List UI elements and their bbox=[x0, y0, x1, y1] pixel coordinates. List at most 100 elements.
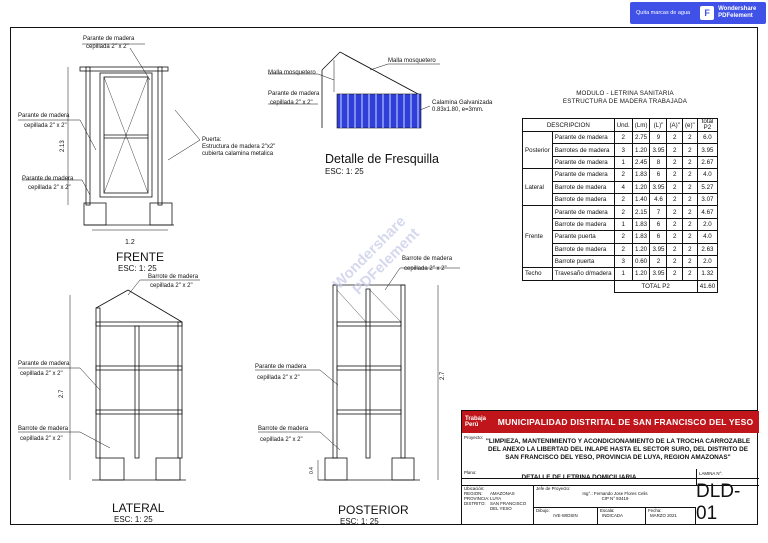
header-description: DESCRIPCION bbox=[522, 118, 615, 132]
escala-cell: Escala: INDICADA bbox=[598, 508, 646, 525]
lateral-barrote-1: Barrote de madera bbox=[18, 426, 69, 432]
cell-value: 1 bbox=[613, 267, 633, 281]
cell-value: 2 bbox=[649, 254, 668, 269]
group-name: Lateral bbox=[522, 168, 553, 207]
cell-value: 7 bbox=[649, 205, 668, 219]
cell-value: 1.20 bbox=[631, 143, 651, 157]
brand-line-2: PDFelement bbox=[718, 13, 753, 19]
frente-label-left2-2: cepillada 2" x 2" bbox=[28, 185, 71, 191]
cell-value: 4.6 bbox=[649, 192, 668, 207]
cell-value: 2 bbox=[681, 168, 698, 182]
provincia-value: LUYA bbox=[490, 496, 502, 501]
frente-dim-height: 2.13 bbox=[60, 140, 66, 152]
cell-value: 1.40 bbox=[631, 192, 651, 207]
frente-label-left-2: cepillada 2" x 2" bbox=[24, 123, 67, 129]
distrito-label: DISTRITO: bbox=[464, 501, 486, 506]
frente-dim-width: 1.2 bbox=[125, 239, 135, 246]
cell-value: 2 bbox=[613, 230, 633, 244]
cell-value: 1.83 bbox=[631, 230, 651, 244]
posterior-barrote-top-2: cepillada 2" x 2" bbox=[404, 266, 447, 272]
responsable-cell: Jefe de Proyecto: Ing°.: Fernando Jose F… bbox=[534, 486, 696, 508]
cell-value: 1.20 bbox=[631, 242, 651, 256]
cell-value: 2 bbox=[666, 180, 683, 194]
posterior-parante-1: Parante de madera bbox=[255, 364, 307, 370]
cell-value: 2 bbox=[681, 267, 698, 281]
cell-value: 2 bbox=[666, 254, 683, 269]
posterior-barrote-top-1: Barrote de madera bbox=[402, 256, 453, 262]
total-label: TOTAL P2 bbox=[613, 279, 698, 294]
cell-description: Barrotes de madera bbox=[551, 143, 615, 157]
puerta-label-1: Puerta: bbox=[202, 137, 222, 143]
cell-value: 2 bbox=[666, 192, 683, 207]
cell-value: 2 bbox=[681, 242, 698, 256]
cell-value: 1.20 bbox=[631, 180, 651, 194]
region-label: REGION: bbox=[464, 491, 483, 496]
frente-scale: ESC: 1: 25 bbox=[118, 264, 157, 273]
cell-value: 4.0 bbox=[696, 230, 719, 244]
lateral-scale: ESC: 1: 25 bbox=[114, 515, 153, 524]
cell-value: 2.0 bbox=[696, 217, 719, 232]
posterior-barrote-1: Barrote de madera bbox=[258, 426, 309, 432]
cell-value: 2.45 bbox=[631, 155, 651, 170]
fresquilla-malla-1: Malla mosquetero bbox=[268, 70, 316, 76]
cell-value: 2 bbox=[666, 242, 683, 256]
cell-value: 3 bbox=[613, 254, 633, 269]
cell-value: 2 bbox=[666, 130, 683, 145]
fresquilla-parante-2: cepillada 2" x 2" bbox=[270, 100, 313, 106]
cell-description: Travesaño d/madera bbox=[551, 267, 615, 281]
calamina-sheet bbox=[336, 93, 422, 129]
header-l: (L)" bbox=[649, 118, 668, 132]
lateral-title: LATERAL bbox=[112, 501, 165, 515]
lateral-barrote-top-2: cepillada 2" x 2" bbox=[150, 283, 193, 289]
posterior-view bbox=[255, 267, 460, 481]
table-title-line2: ESTRUCTURA DE MADERA TRABAJADA bbox=[562, 98, 688, 105]
frente-view bbox=[18, 43, 201, 231]
header-e: (e)" bbox=[681, 118, 698, 132]
cell-value: 6 bbox=[649, 168, 668, 182]
lateral-parante-1: Parante de madera bbox=[18, 361, 70, 367]
cell-value: 4.67 bbox=[696, 205, 719, 219]
pdfelement-logo-icon: F bbox=[700, 6, 715, 20]
table-title-line1: MODULO - LETRINA SANITARIA bbox=[576, 90, 674, 97]
sheet-code: DLD-01 bbox=[696, 481, 741, 524]
cell-value: 2.75 bbox=[631, 130, 651, 145]
cell-value: 2 bbox=[666, 143, 683, 157]
ubicacion-label: Ubicación: bbox=[464, 486, 485, 491]
cell-value: 1 bbox=[613, 155, 633, 170]
municipality-name: MUNICIPALIDAD DISTRITAL DE SAN FRANCISCO… bbox=[497, 417, 754, 427]
cell-value: 2.15 bbox=[631, 205, 651, 219]
remove-watermark-button[interactable]: Quita marcas de agua bbox=[636, 10, 691, 16]
cell-value: 2 bbox=[613, 168, 633, 182]
trabaja-peru-logo: Trabaja Perú bbox=[462, 411, 492, 433]
logo-line1: Trabaja bbox=[465, 416, 487, 422]
cell-value: 2 bbox=[666, 155, 683, 170]
plano-name: DETALLE DE LETRINA DOMICILIARIA bbox=[521, 474, 637, 481]
cell-value: 3.95 bbox=[649, 242, 668, 256]
cell-value: 2 bbox=[681, 130, 698, 145]
cell-value: 1.20 bbox=[631, 267, 651, 281]
group-name: Techo bbox=[522, 267, 553, 281]
title-block-header: Trabaja Perú MUNICIPALIDAD DISTRITAL DE … bbox=[462, 411, 759, 433]
fecha-value: MARZO 2021 bbox=[650, 513, 677, 518]
cell-value: 2 bbox=[681, 230, 698, 244]
ubicacion-cell: Ubicación: REGION:AMAZONAS PROVINCIA:LUY… bbox=[462, 486, 534, 525]
fresquilla-scale: ESC: 1: 25 bbox=[325, 167, 364, 176]
cell-value: 5.27 bbox=[696, 180, 719, 194]
cell-value: 2 bbox=[681, 192, 698, 207]
header-a: (A)" bbox=[666, 118, 683, 132]
cell-value: 2 bbox=[681, 143, 698, 157]
cell-value: 3.95 bbox=[696, 143, 719, 157]
fresquilla-calamina-1: Calamina Galvanizada bbox=[432, 100, 493, 106]
escala-value: INDICADA bbox=[602, 513, 623, 518]
cell-value: 1.83 bbox=[631, 217, 651, 232]
dibujo-cell: Dibujo: IVE-WIDSIN bbox=[534, 508, 598, 525]
